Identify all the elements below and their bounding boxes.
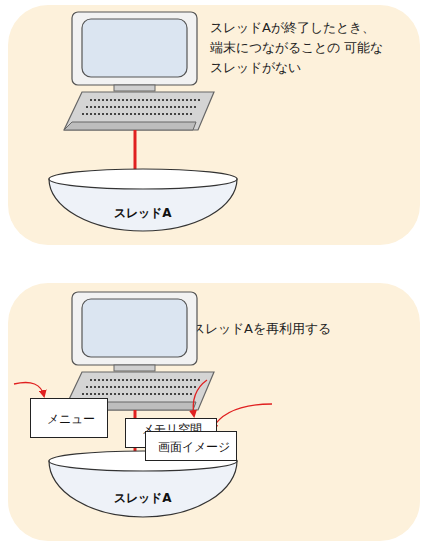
reuse-arrow [14, 383, 44, 397]
connection-wire [134, 410, 137, 461]
connection-wire [134, 130, 137, 179]
bowl-outline [48, 167, 238, 233]
resource-box: メニュー [30, 398, 108, 438]
panel-caption: スレッドAが終了したとき、 端末につながることの 可能な スレッドがない [210, 18, 400, 78]
computer [64, 12, 214, 130]
reuse-arrow [212, 404, 272, 429]
thread-label: スレッドA [48, 490, 238, 507]
thread-label: スレッドA [48, 205, 238, 222]
thread-bowl: スレッドA [48, 167, 238, 233]
scenario-panel: スレッドAを再利用するスレッドAメニューメモリ空間画面イメージ [8, 283, 420, 541]
box-label: メニュー [47, 411, 107, 428]
computer [64, 292, 214, 410]
panel-caption: スレッドAを再利用する [192, 319, 392, 339]
resource-box: 画面イメージ [145, 431, 237, 461]
bowl-rim [49, 169, 237, 189]
box-label: 画面イメージ [158, 439, 236, 456]
reuse-arrow [193, 380, 207, 416]
scenario-panel: スレッドAが終了したとき、 端末につながることの 可能な スレッドがないスレッド… [8, 5, 420, 245]
